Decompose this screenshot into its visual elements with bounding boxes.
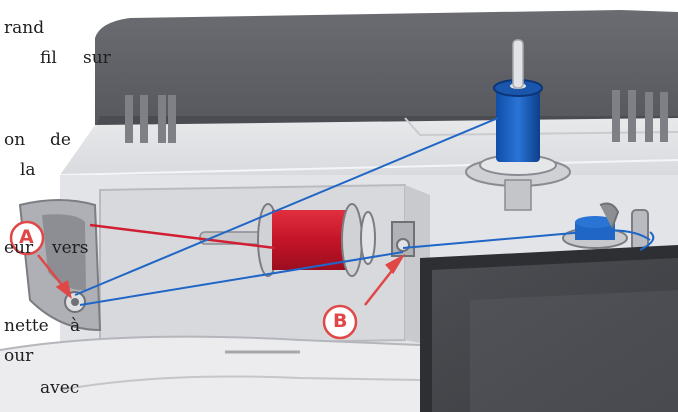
text-fragment: nette (4, 318, 49, 335)
machine-lid (95, 10, 678, 130)
text-fragment: sur (83, 50, 111, 67)
text-fragment: la (20, 162, 36, 179)
text-fragment: à (70, 318, 80, 335)
text-fragment: fil (40, 50, 57, 67)
display-screen (420, 245, 678, 412)
text-fragment: vers (52, 240, 89, 257)
text-fragment: rand (4, 20, 44, 37)
text-fragment: de (50, 132, 71, 149)
text-fragment: eur (4, 240, 33, 257)
text-fragment: avec (40, 380, 79, 397)
callout-b-label: B (333, 312, 347, 331)
text-fragment: our (4, 348, 33, 365)
text-fragment: on (4, 132, 25, 149)
thread-guide-b (392, 222, 414, 256)
